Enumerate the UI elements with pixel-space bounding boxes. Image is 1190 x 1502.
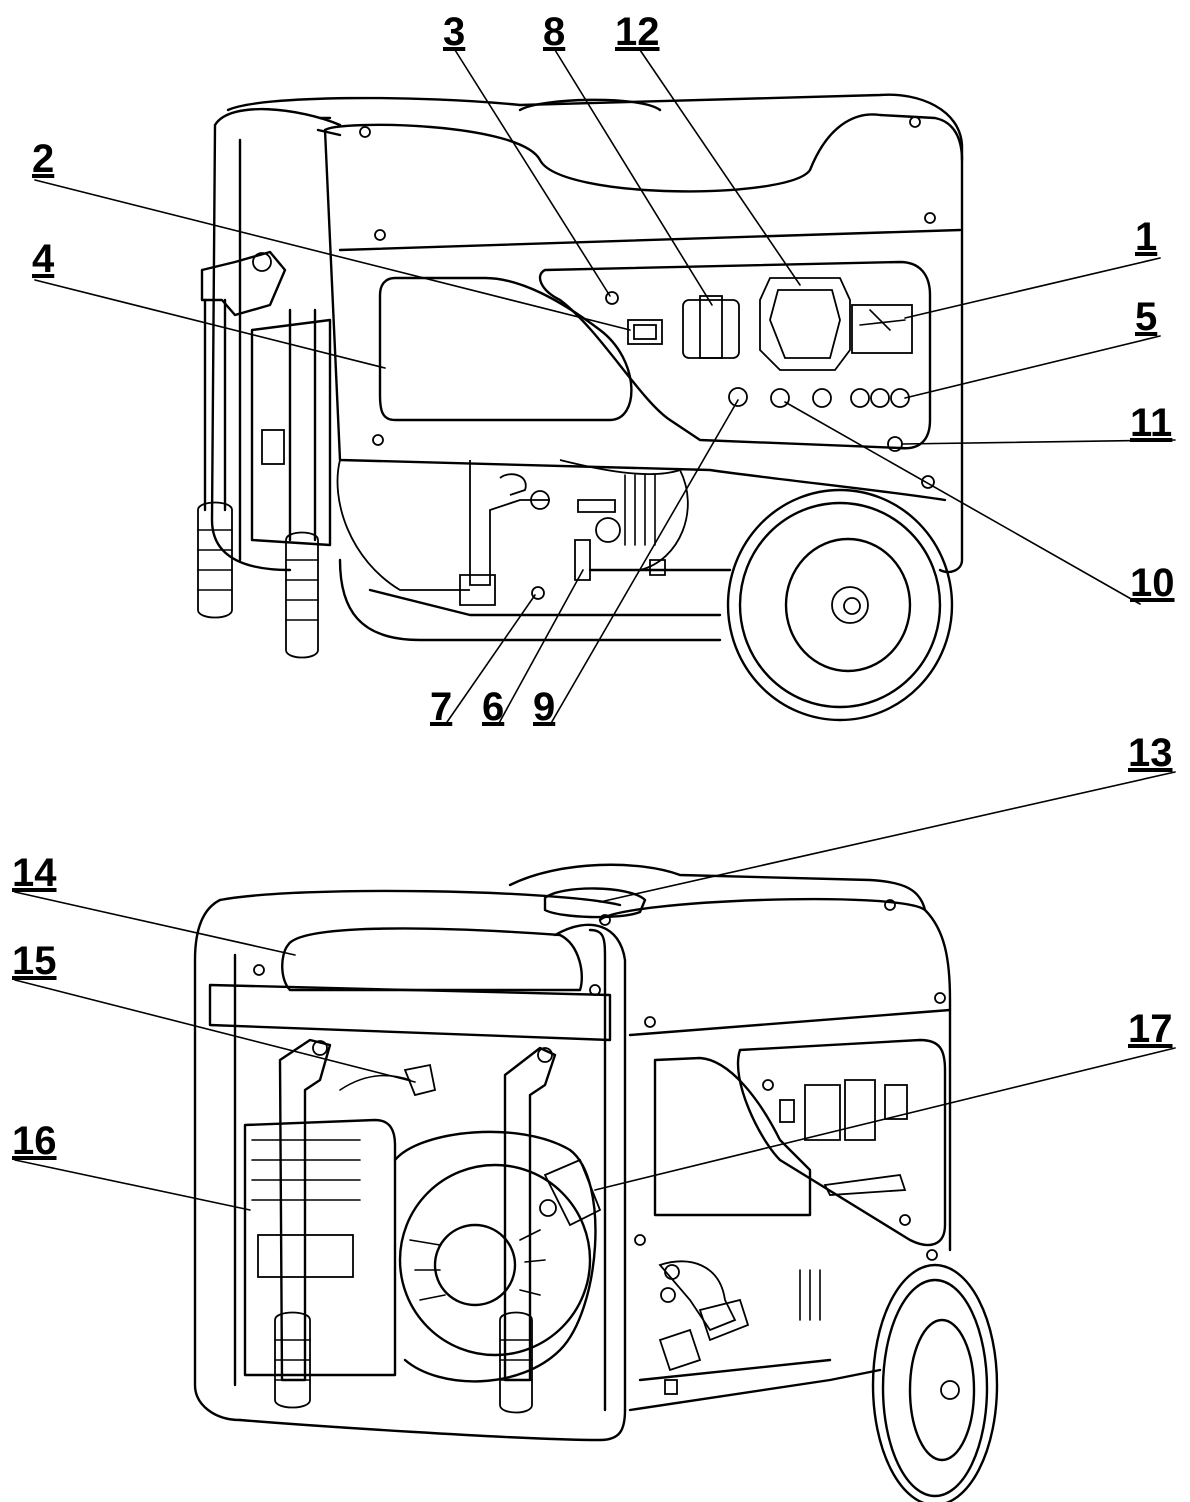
rear-handle-left bbox=[278, 1038, 332, 1382]
voltmeter bbox=[851, 304, 913, 354]
rear-base-frame bbox=[238, 1408, 627, 1442]
fuel-tank bbox=[281, 927, 583, 992]
rear-socket-1 bbox=[804, 1084, 841, 1141]
rear-frame-top bbox=[218, 889, 622, 907]
leader-14 bbox=[14, 891, 296, 956]
front-frame-tube bbox=[553, 923, 627, 1412]
rear-control-panel bbox=[736, 1038, 947, 1247]
frame-rear-tube bbox=[210, 108, 342, 572]
rear-frame-left bbox=[193, 898, 242, 1422]
leader-15 bbox=[14, 979, 416, 1083]
callout-7: 7 bbox=[430, 685, 452, 729]
recoil-hub bbox=[433, 1223, 517, 1307]
circuit-breaker-2 bbox=[870, 388, 890, 408]
callout-8: 8 bbox=[543, 10, 565, 54]
leader-11 bbox=[901, 439, 1176, 445]
fuel-tank-top bbox=[508, 863, 927, 912]
leader-17 bbox=[594, 1047, 1176, 1191]
air-intake-window bbox=[378, 276, 633, 422]
callout-13: 13 bbox=[1128, 731, 1173, 775]
callout-2: 2 bbox=[32, 137, 54, 181]
spark-plug bbox=[403, 1063, 437, 1097]
leader-6 bbox=[497, 569, 584, 726]
panel-top-seam bbox=[338, 228, 962, 252]
housing-top bbox=[598, 897, 952, 1252]
leader-12 bbox=[639, 49, 801, 286]
rear-breakers bbox=[823, 1174, 907, 1196]
callout-4: 4 bbox=[32, 237, 55, 281]
circuit-breaker-1 bbox=[850, 388, 870, 408]
wheel bbox=[726, 488, 954, 722]
callout-12: 12 bbox=[615, 10, 660, 54]
circuit-breaker-3 bbox=[890, 388, 910, 408]
reset-knob bbox=[770, 388, 790, 408]
handle-bracket bbox=[200, 250, 287, 317]
air-filter-cover bbox=[243, 1118, 397, 1377]
housing-seam bbox=[628, 1008, 952, 1037]
recoil-cover bbox=[398, 1163, 592, 1357]
leader-2 bbox=[34, 179, 631, 331]
recoil-starter bbox=[559, 459, 689, 571]
callout-labels: 3 8 12 2 4 1 5 11 10 7 6 9 13 14 15 16 1… bbox=[12, 10, 1175, 1163]
callout-1: 1 bbox=[1135, 215, 1157, 259]
leader-10 bbox=[784, 401, 1141, 605]
fuel-cap-outline bbox=[518, 98, 662, 112]
rear-wheel-hub bbox=[908, 1318, 976, 1462]
handle-grip-right bbox=[285, 531, 319, 659]
leader-4 bbox=[34, 279, 386, 369]
socket-cee bbox=[759, 277, 851, 371]
handle-grip-left bbox=[197, 501, 233, 619]
rear-grip-right bbox=[499, 1311, 533, 1414]
tank-edge bbox=[323, 113, 964, 193]
indicator-lamp bbox=[605, 291, 619, 305]
crossbar bbox=[208, 983, 612, 1042]
leader-8 bbox=[554, 49, 713, 306]
rear-handle-right bbox=[503, 1046, 557, 1382]
air-filter-box bbox=[250, 318, 332, 547]
engine-block bbox=[393, 1130, 597, 1383]
usb-switch bbox=[627, 319, 663, 345]
wheel-hub bbox=[784, 537, 912, 673]
leader-lines bbox=[14, 49, 1176, 1211]
callout-9: 9 bbox=[533, 685, 555, 729]
rear-wheel bbox=[871, 1263, 999, 1502]
leader-1 bbox=[904, 257, 1161, 319]
leader-5 bbox=[904, 335, 1161, 399]
side-window bbox=[653, 1056, 812, 1217]
callout-5: 5 bbox=[1135, 295, 1157, 339]
callout-16: 16 bbox=[12, 1119, 57, 1163]
callout-14: 14 bbox=[12, 851, 57, 895]
rear-socket-2 bbox=[844, 1079, 876, 1141]
starter-handle bbox=[543, 1158, 602, 1227]
choke-lever bbox=[574, 539, 591, 581]
leader-13 bbox=[599, 771, 1176, 903]
rear-grip-left bbox=[274, 1311, 311, 1409]
leader-9 bbox=[549, 399, 739, 726]
fuel-valve bbox=[595, 517, 621, 543]
callout-15: 15 bbox=[12, 939, 57, 983]
base-frame bbox=[338, 558, 722, 642]
callout-3: 3 bbox=[443, 10, 465, 54]
housing-front-edge bbox=[323, 128, 947, 502]
drain-plug bbox=[459, 574, 496, 606]
generator-front-view bbox=[197, 93, 964, 722]
leader-3 bbox=[454, 49, 611, 297]
leader-7 bbox=[444, 594, 536, 726]
callout-6: 6 bbox=[482, 685, 504, 729]
callout-17: 17 bbox=[1128, 1007, 1173, 1051]
leader-16 bbox=[14, 1159, 251, 1211]
callout-10: 10 bbox=[1130, 561, 1175, 605]
control-panel bbox=[538, 260, 932, 450]
callout-11: 11 bbox=[1130, 401, 1172, 445]
generator-rear-view bbox=[193, 863, 999, 1502]
socket-schuko bbox=[682, 299, 740, 359]
fuse-knob bbox=[728, 387, 748, 407]
fuel-cap bbox=[543, 887, 647, 919]
top-frame bbox=[226, 93, 964, 574]
